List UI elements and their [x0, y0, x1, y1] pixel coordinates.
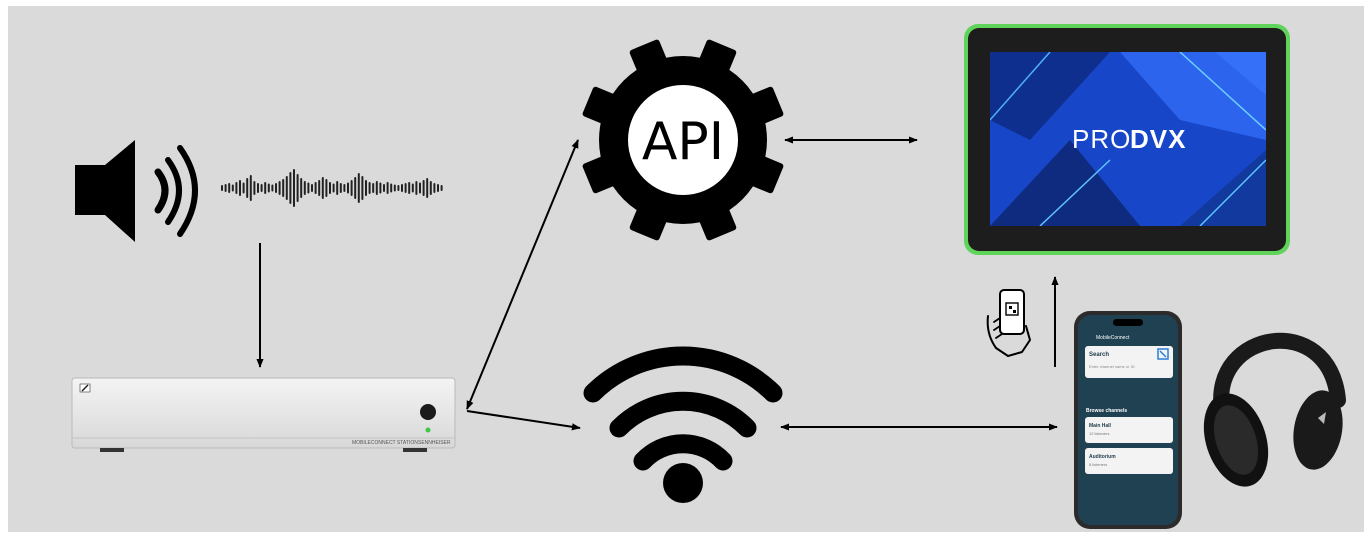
channel-card[interactable]: [1085, 448, 1173, 474]
channel-name: Main Hall: [1089, 423, 1112, 429]
receiver-model-text: MOBILECONNECT STATION: [352, 440, 418, 446]
channel-sub: 12 listeners: [1089, 431, 1109, 436]
prodvx-display: PRO DVX: [964, 24, 1290, 255]
display-brand-prefix: PRO: [1072, 124, 1131, 154]
app-search-input[interactable]: Enter channel name or ID: [1089, 364, 1135, 369]
waveform-icon: [221, 169, 443, 207]
app-browse-heading: Browse channels: [1086, 408, 1127, 414]
channel-sub: 8 listeners: [1089, 462, 1107, 467]
hand-phone-qr-icon: [986, 289, 1031, 357]
wifi-icon: [583, 346, 783, 503]
smartphone: MobileConnect Search Enter channel name …: [1074, 311, 1182, 529]
app-title: MobileConnect: [1096, 335, 1130, 341]
receiver-device: MOBILECONNECT STATION SENNHEISER: [71, 377, 456, 452]
display-brand-suffix: DVX: [1130, 124, 1186, 154]
api-label: API: [642, 112, 724, 172]
receiver-led: [425, 427, 431, 433]
headphones-icon: [1203, 332, 1346, 487]
gear-icon: API: [582, 39, 784, 241]
speaker-icon: [75, 140, 198, 242]
arrow-receiver-api: [466, 139, 579, 410]
qr-icon[interactable]: [1157, 348, 1169, 360]
channel-name: Auditorium: [1089, 454, 1116, 460]
channel-card[interactable]: [1085, 417, 1173, 443]
receiver-knob: [420, 404, 436, 420]
app-search-heading: Search: [1089, 352, 1109, 358]
arrow-receiver-wifi: [466, 410, 581, 431]
receiver-brand-text: SENNHEISER: [418, 440, 451, 446]
sennheiser-logo-icon: [79, 383, 91, 393]
